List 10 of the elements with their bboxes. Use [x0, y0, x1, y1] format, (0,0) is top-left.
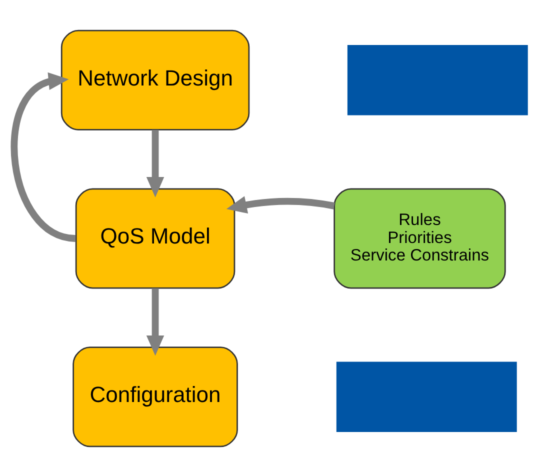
arrow: [146, 288, 164, 356]
arrow: [226, 196, 335, 214]
arrow: [10, 72, 76, 242]
node-box: [336, 361, 517, 432]
arrow: [146, 129, 164, 197]
node-box: QoS Model: [75, 188, 236, 288]
node-box: [347, 44, 528, 115]
node-box: Rules Priorities Service Constrains: [334, 188, 506, 288]
node-box: Configuration: [72, 346, 238, 447]
node-box: Network Design: [60, 29, 250, 130]
